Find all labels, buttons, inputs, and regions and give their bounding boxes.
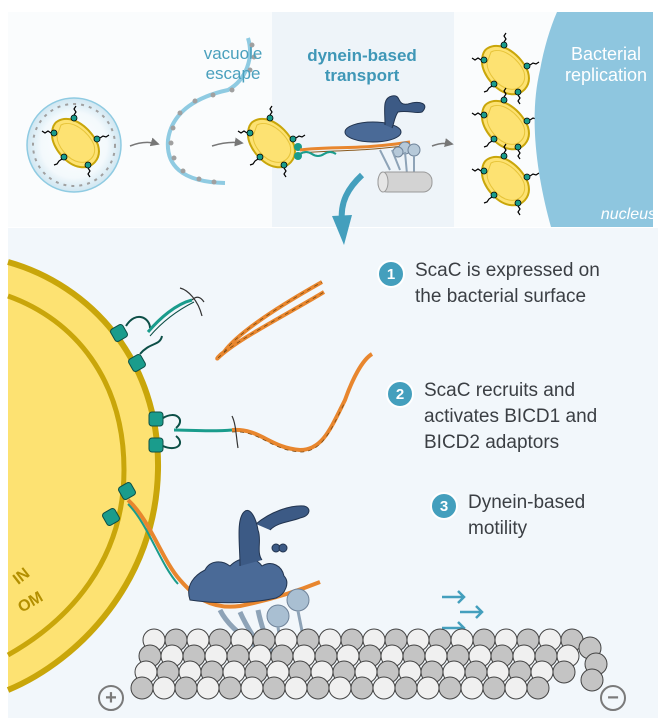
step-line: ScaC recruits and (424, 380, 576, 401)
label-line: dynein-based (307, 46, 417, 65)
tubulin-subunit (552, 660, 576, 684)
arrow-icon (211, 137, 244, 147)
tubulin-subunit (196, 676, 220, 700)
tubulin-subunit (240, 676, 264, 700)
plus-end-icon: + (98, 685, 124, 711)
microtubule (130, 628, 608, 700)
step-text: ScaC recruits and activates BICD1 and BI… (424, 378, 597, 456)
replication-label: Bacterial replication (556, 44, 656, 86)
step-number-badge: 2 (386, 380, 414, 408)
tubulin-subunit (174, 676, 198, 700)
motion-arrows (442, 590, 484, 635)
step-number-badge: 1 (377, 260, 405, 288)
minus-end-icon: − (600, 685, 626, 711)
zoom-arrow-head (332, 215, 352, 245)
replicating-bacteria (471, 32, 540, 216)
vacuole-escape-label: vacuole escape (188, 44, 278, 84)
transport-label: dynein-based transport (290, 46, 434, 86)
tubulin-subunit (526, 676, 550, 700)
tubulin-subunit (152, 676, 176, 700)
bacterium-surface (6, 259, 162, 693)
tubulin-subunit (438, 676, 462, 700)
tubulin-subunit (372, 676, 396, 700)
tubulin-subunit (218, 676, 242, 700)
step-line: motility (468, 518, 528, 539)
step-3: 3 Dynein-based motility (430, 490, 585, 542)
tubulin-subunit (284, 676, 308, 700)
step-line: the bacterial surface (415, 286, 587, 307)
step-number-badge: 3 (430, 492, 458, 520)
label-line: transport (324, 66, 400, 85)
step-line: Dynein-based (468, 492, 586, 513)
nucleus-label: nucleus (600, 206, 656, 223)
step-text: ScaC is expressed on the bacterial surfa… (415, 258, 600, 310)
bicd-adaptor-free (215, 280, 326, 361)
tubulin-subunit (482, 676, 506, 700)
label-line: vacuole (203, 44, 263, 63)
tubulin-subunit (580, 668, 604, 692)
tubulin-subunit (350, 676, 374, 700)
scac-bicd-complex (148, 352, 374, 453)
step-line: ScaC is expressed on (415, 260, 600, 281)
tubulin-subunit (262, 676, 286, 700)
transported-bacterium (237, 95, 433, 193)
label-line: replication (564, 65, 648, 85)
step-line: BICD2 adaptors (424, 432, 560, 453)
tubulin-subunit (130, 676, 154, 700)
scac-dynein-complex (102, 482, 321, 671)
zoom-arrow (338, 172, 365, 223)
arrow-icon (129, 137, 160, 147)
label-line: Bacterial (570, 44, 642, 64)
arrow-icon (431, 138, 454, 148)
tubulin-subunit (394, 676, 418, 700)
scac-protein (110, 287, 205, 372)
vacuole-bacterium (26, 97, 122, 193)
step-text: Dynein-based motility (468, 490, 585, 542)
nucleus (534, 12, 653, 227)
tubulin-subunit (460, 676, 484, 700)
label-line: escape (205, 64, 261, 83)
ruptured-vacuole (165, 37, 257, 185)
tubulin-subunit (306, 676, 330, 700)
tubulin-subunit (504, 676, 528, 700)
tubulin-subunit (328, 676, 352, 700)
step-1: 1 ScaC is expressed on the bacterial sur… (377, 258, 600, 310)
tubulin-subunit (416, 676, 440, 700)
step-line: activates BICD1 and (424, 406, 598, 427)
step-2: 2 ScaC recruits and activates BICD1 and … (386, 378, 597, 456)
